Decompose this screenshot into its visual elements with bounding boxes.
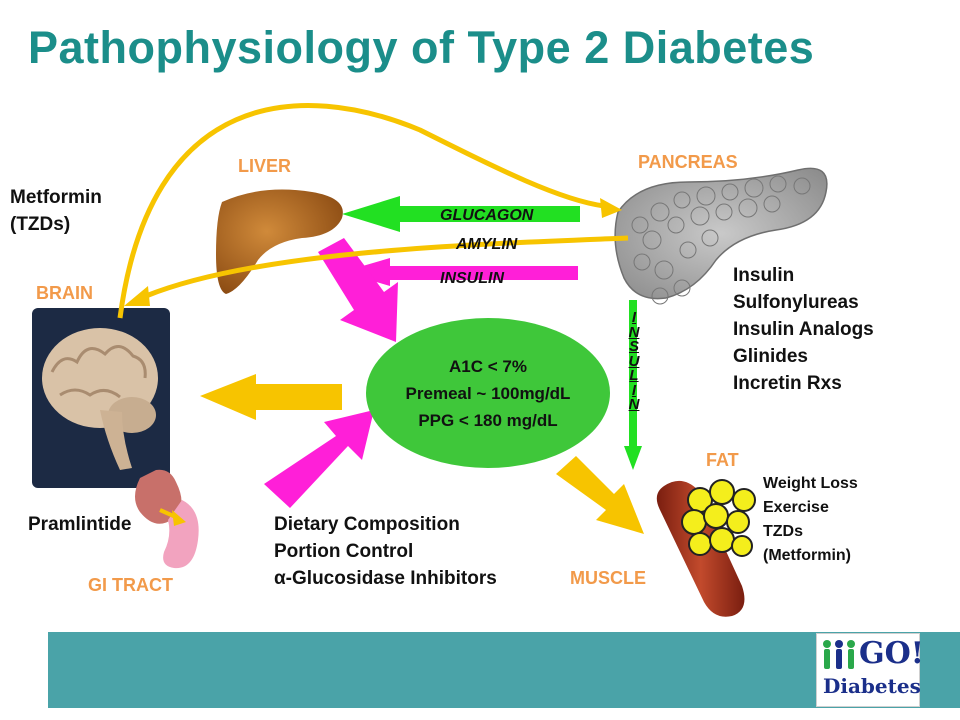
pancreas-image: [614, 167, 828, 305]
insulin-letter: I: [631, 381, 637, 399]
insulin-vertical-label: I N S U L I N: [626, 309, 642, 413]
logo-go-text: GO!: [859, 636, 924, 671]
premeal-target: Premeal ~ 100mg/dL: [405, 383, 571, 403]
therapy-item: Sulfonylureas: [733, 292, 859, 313]
therapy-item: Dietary Composition: [274, 514, 460, 535]
people-icon: [823, 640, 855, 669]
therapy-item: Portion Control: [274, 541, 414, 562]
gi-tract-image: [135, 469, 199, 569]
brain-to-pancreas-curve-arrow: [117, 102, 622, 319]
insulin-to-liver-arrow: [342, 258, 578, 286]
glucagon-label: GLUCAGON: [440, 207, 534, 224]
insulin-letter: I: [631, 309, 637, 326]
brain-image: [32, 308, 170, 488]
insulin-letter: U: [628, 352, 640, 370]
therapy-item: (TZDs): [10, 214, 71, 235]
therapy-item: Weight Loss: [763, 475, 858, 492]
insulin-letter: L: [629, 367, 639, 384]
logo-diabetes-text: Diabetes: [823, 674, 921, 698]
fat-image: [681, 479, 756, 557]
therapy-item: Metformin: [10, 187, 102, 208]
therapy-item: Glinides: [733, 346, 808, 367]
metformin-therapy: Metformin (TZDs): [10, 184, 102, 238]
therapy-item: TZDs: [763, 523, 803, 540]
fat-label: FAT: [706, 450, 739, 470]
brain-label: BRAIN: [36, 283, 93, 303]
fat-therapies: Weight Loss Exercise TZDs (Metformin): [763, 472, 858, 568]
glucagon-arrow: [342, 196, 580, 232]
pramlintide-arrow: [159, 508, 186, 526]
liver-image: [216, 189, 343, 294]
amylin-to-brain-curve-arrow: [124, 235, 629, 306]
ppg-target: PPG < 180 mg/dL: [418, 410, 558, 430]
insulin-letter: S: [628, 338, 639, 355]
therapy-item: Insulin Analogs: [733, 319, 874, 340]
page-title: Pathophysiology of Type 2 Diabetes: [28, 22, 815, 73]
pancreas-label: PANCREAS: [638, 152, 738, 172]
target-to-muscle-arrow: [556, 456, 644, 534]
insulin-letter: N: [628, 396, 640, 413]
glycemic-target-oval: A1C < 7% Premeal ~ 100mg/dL PPG < 180 mg…: [366, 318, 610, 468]
a1c-target: A1C < 7%: [449, 356, 527, 376]
gi-tract-label: GI TRACT: [88, 575, 173, 595]
therapy-item: α-Glucosidase Inhibitors: [274, 568, 497, 589]
insulin-letter: N: [628, 323, 640, 341]
amylin-label: AMYLIN: [456, 236, 518, 253]
footer-bar: [48, 632, 960, 708]
insulin-label: INSULIN: [440, 270, 504, 287]
pancreas-therapies: Insulin Sulfonylureas Insulin Analogs Gl…: [733, 262, 874, 397]
muscle-label: MUSCLE: [570, 568, 646, 588]
gi-to-target-arrow: [264, 410, 374, 508]
diet-therapies: Dietary Composition Portion Control α-Gl…: [274, 511, 497, 592]
therapy-item: Exercise: [763, 499, 829, 516]
insulin-to-muscle-arrow: [624, 300, 642, 470]
go-diabetes-logo: GO! Diabetes: [816, 633, 924, 707]
liver-to-target-arrow: [318, 238, 398, 342]
liver-label: LIVER: [238, 156, 292, 176]
therapy-item: Insulin: [733, 265, 795, 286]
therapy-item: (Metformin): [763, 547, 851, 564]
therapy-item: Incretin Rxs: [733, 373, 842, 394]
pramlintide-therapy: Pramlintide: [28, 514, 132, 535]
target-to-brain-arrow: [200, 374, 342, 420]
